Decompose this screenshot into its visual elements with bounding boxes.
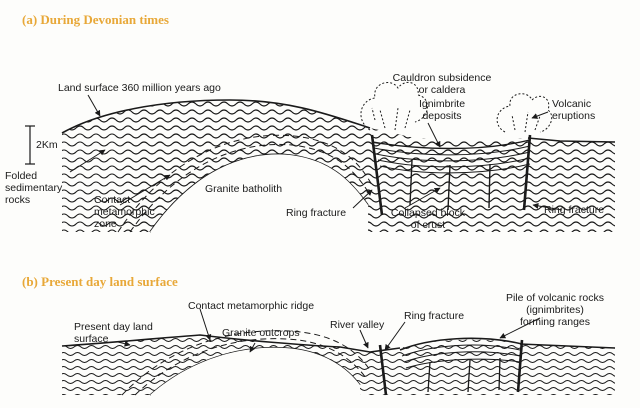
contact-ridge-label: Contact metamorphic ridge <box>188 300 315 312</box>
ring-fracture-left-line <box>370 134 384 216</box>
granite-outcrops-label: Granite outcrops <box>222 327 300 339</box>
river-valley-label: River valley <box>330 319 385 331</box>
stratum-line <box>62 229 615 232</box>
eruption-cloud-left <box>360 81 428 131</box>
scale-bar <box>25 125 35 165</box>
panel-a-cross-section <box>25 81 616 233</box>
present-surface-label: Present day land surface <box>74 321 153 345</box>
ignimbrite-label: Ignimbrite deposits <box>418 98 466 122</box>
leader-arrows-a <box>69 94 563 211</box>
cauldron-label: Cauldron subsidence or caldera <box>392 72 492 96</box>
stratum-line <box>62 141 615 147</box>
ring-fracture-b-right <box>516 339 524 393</box>
ring-fracture-b-label: Ring fracture <box>404 310 465 322</box>
stratum-line <box>62 109 615 115</box>
stratum-line <box>62 165 615 171</box>
folded-rocks-label: Folded sedimentary rocks <box>5 170 63 206</box>
leader-arrows-b <box>117 308 541 353</box>
stratum-line <box>62 101 615 107</box>
ring-fracture-right-label: Ring fracture <box>544 204 605 216</box>
stratum-line <box>62 133 615 139</box>
ring-fracture-left-label: Ring fracture <box>286 207 347 219</box>
stratum-line <box>62 394 615 395</box>
stratum-line <box>62 125 615 131</box>
collapsed-block-label: Collapsed block of crust <box>390 207 466 231</box>
scale-label: 2Km <box>36 139 58 151</box>
volcanic-pile <box>378 337 524 396</box>
caldera-block <box>370 134 532 216</box>
stratum-line <box>62 149 615 155</box>
granite-batholith-label: Granite batholith <box>205 183 283 195</box>
ring-fracture-right-line <box>522 134 532 211</box>
volcanic-eruptions-label: Volcanic eruptions <box>552 98 596 122</box>
panel-a-title: (a) During Devonian times <box>22 12 169 27</box>
ancient-land-surface <box>61 99 371 134</box>
eruption-cloud-right <box>496 93 553 133</box>
present-land-surface <box>61 334 401 353</box>
land-surface-label: Land surface 360 million years ago <box>58 82 221 94</box>
volcanic-pile-label: Pile of volcanic rocks (ignimbrites) for… <box>505 292 605 328</box>
stratum-line <box>62 359 615 363</box>
contact-zone-label: Contact metamorphic zone <box>94 194 155 230</box>
panel-b-title: (b) Present day land surface <box>22 274 178 289</box>
ring-fracture-b-left <box>378 344 388 396</box>
